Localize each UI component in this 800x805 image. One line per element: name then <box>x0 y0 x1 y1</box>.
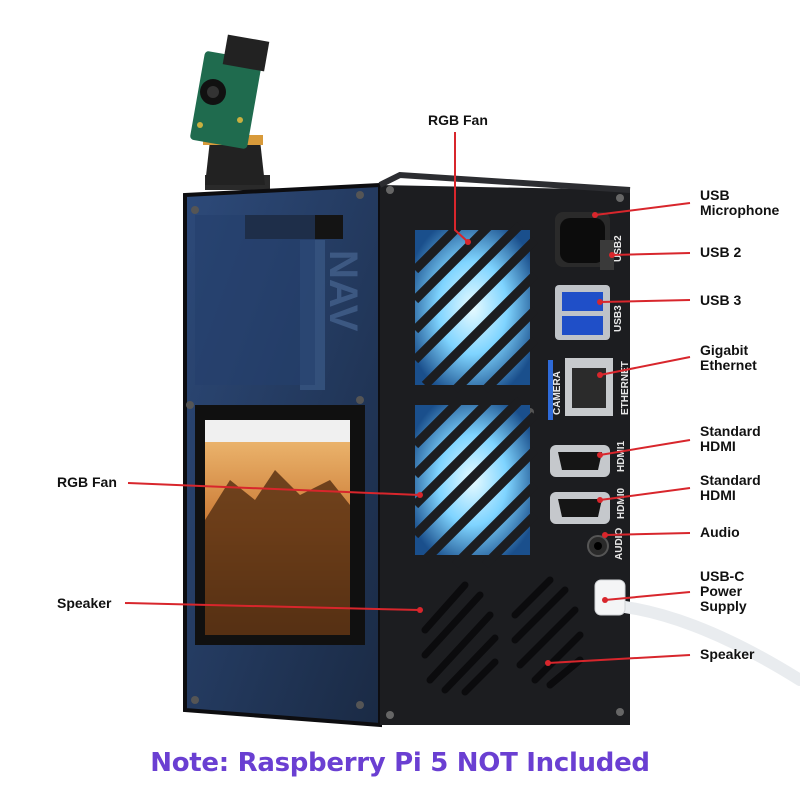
speaker-grille-left <box>421 581 499 696</box>
audio-jack <box>587 535 609 557</box>
usb-microphone <box>555 212 614 270</box>
callout-speaker-left: Speaker <box>57 595 112 611</box>
rgb-fan-bottom <box>411 396 539 569</box>
callout-usb3: USB 3 <box>700 292 742 308</box>
callout-standard-hdmi-1: Standard HDMI <box>700 423 761 454</box>
hdmi1-port-label: HDMI1 <box>616 440 627 472</box>
callout-standard-hdmi-0: Standard HDMI <box>700 472 761 503</box>
hdmi0-port-label: HDMI0 <box>616 487 627 519</box>
callout-lines <box>124 132 691 664</box>
hdmi1-port <box>550 445 610 477</box>
camera-port-label: CAMERA <box>552 371 563 415</box>
case-logo-text: NAV <box>321 250 365 332</box>
callout-rgb-fan-top: RGB Fan <box>428 112 488 128</box>
speaker-grille-right <box>511 576 584 689</box>
camera-slot <box>548 360 553 420</box>
usb3-port-label: USB3 <box>613 305 624 332</box>
callout-usb-microphone: USB Microphone <box>700 187 780 218</box>
callout-gigabit-ethernet: Gigabit Ethernet <box>700 342 757 373</box>
callout-rgb-fan-left: RGB Fan <box>57 474 117 490</box>
callout-usb2: USB 2 <box>700 244 742 260</box>
callout-dots <box>417 212 615 666</box>
audio-port-label: AUDIO <box>614 528 625 560</box>
ethernet-port <box>565 358 613 416</box>
callout-audio: Audio <box>700 524 740 540</box>
usb3-ports <box>555 285 610 340</box>
camera-module <box>190 34 270 190</box>
usb2-port-label: USB2 <box>613 235 624 262</box>
rgb-fan-top <box>411 221 539 394</box>
callout-speaker-right: Speaker <box>700 646 755 662</box>
ethernet-port-label: ETHERNET <box>620 361 631 415</box>
hdmi0-port <box>550 492 610 524</box>
note-banner: Note: Raspberry Pi 5 NOT Included <box>150 748 650 778</box>
callout-usb-c-power: USB-C Power Supply <box>700 568 747 614</box>
